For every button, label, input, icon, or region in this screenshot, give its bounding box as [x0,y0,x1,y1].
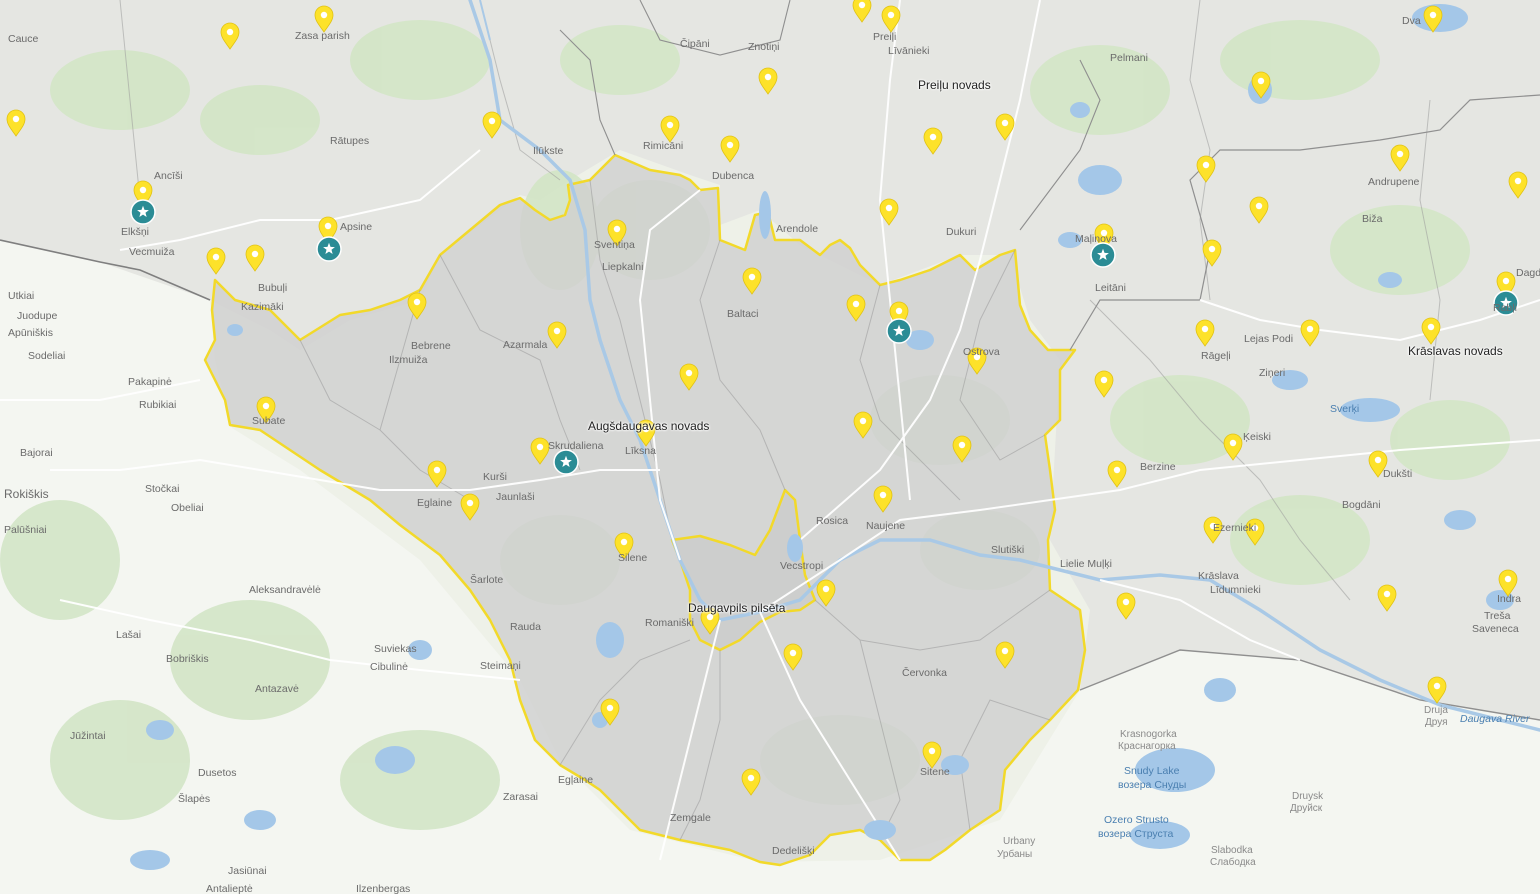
star-icon [323,242,335,255]
location-pin[interactable] [318,216,338,244]
location-pin[interactable] [547,321,567,349]
location-pin[interactable] [1094,370,1114,398]
location-pin[interactable] [879,198,899,226]
location-pin[interactable] [995,641,1015,669]
location-pin[interactable] [1195,319,1215,347]
river-north [479,0,491,41]
featured-location-pin[interactable] [886,318,912,344]
featured-location-pin[interactable] [316,236,342,262]
location-pin[interactable] [679,363,699,391]
location-pin[interactable] [952,435,972,463]
location-pin[interactable] [1368,450,1388,478]
location-pin[interactable] [1202,239,1222,267]
location-pin[interactable] [741,768,761,796]
location-pin[interactable] [407,292,427,320]
location-pin[interactable] [530,437,550,465]
location-pin[interactable] [220,22,240,50]
star-icon [560,455,572,468]
featured-location-pin[interactable] [1493,290,1519,316]
location-pin[interactable] [700,607,720,635]
location-pin[interactable] [1203,516,1223,544]
location-pin[interactable] [1196,155,1216,183]
location-pin[interactable] [852,0,872,23]
district-border-preili [1019,59,1101,231]
location-pin[interactable] [1249,196,1269,224]
featured-location-pin[interactable] [553,449,579,475]
district-border-ilukste [559,29,616,156]
location-pin[interactable] [660,115,680,143]
location-pin[interactable] [1423,5,1443,33]
location-pin[interactable] [1508,171,1528,199]
location-pin[interactable] [600,698,620,726]
country-border-west [0,239,211,301]
latvia-area [0,0,1540,720]
location-pin[interactable] [1427,676,1447,704]
location-pin[interactable] [816,579,836,607]
location-pin[interactable] [923,127,943,155]
star-icon [1097,248,1109,261]
location-pin[interactable] [1498,569,1518,597]
location-pin[interactable] [1390,144,1410,172]
location-pin[interactable] [206,247,226,275]
location-pin[interactable] [783,643,803,671]
district-border-znotini [639,0,791,56]
location-pin[interactable] [614,532,634,560]
pins-layer [6,0,1528,796]
location-pin[interactable] [995,113,1015,141]
location-pin[interactable] [1107,460,1127,488]
location-pin[interactable] [245,244,265,272]
roads [0,0,1540,861]
location-pin[interactable] [256,396,276,424]
location-pin[interactable] [636,419,656,447]
featured-location-pin[interactable] [130,199,156,225]
neighbor-country [0,240,1540,894]
location-pin[interactable] [1116,592,1136,620]
location-pin[interactable] [967,347,987,375]
location-pin[interactable] [1300,319,1320,347]
location-pin[interactable] [482,111,502,139]
star-icon [137,205,149,218]
location-pin[interactable] [720,135,740,163]
location-pin[interactable] [460,493,480,521]
location-pin[interactable] [846,294,866,322]
location-pin[interactable] [881,5,901,33]
location-pin[interactable] [742,267,762,295]
featured-location-pin[interactable] [1090,242,1116,268]
daugava-river [468,0,1540,732]
location-pin[interactable] [1377,584,1397,612]
location-pin[interactable] [853,411,873,439]
parish-borders [119,0,1441,841]
location-pin[interactable] [1421,317,1441,345]
augsdaugavas-region[interactable] [203,153,1087,867]
location-pin[interactable] [6,109,26,137]
location-pin[interactable] [1251,71,1271,99]
star-icon [893,324,905,337]
location-pin[interactable] [873,485,893,513]
location-pin[interactable] [922,741,942,769]
star-icon [1500,296,1512,309]
location-pin[interactable] [607,219,627,247]
location-pin[interactable] [427,460,447,488]
location-pin[interactable] [314,5,334,33]
location-pin[interactable] [1223,433,1243,461]
location-pin[interactable] [1245,518,1265,546]
location-pin[interactable] [758,67,778,95]
